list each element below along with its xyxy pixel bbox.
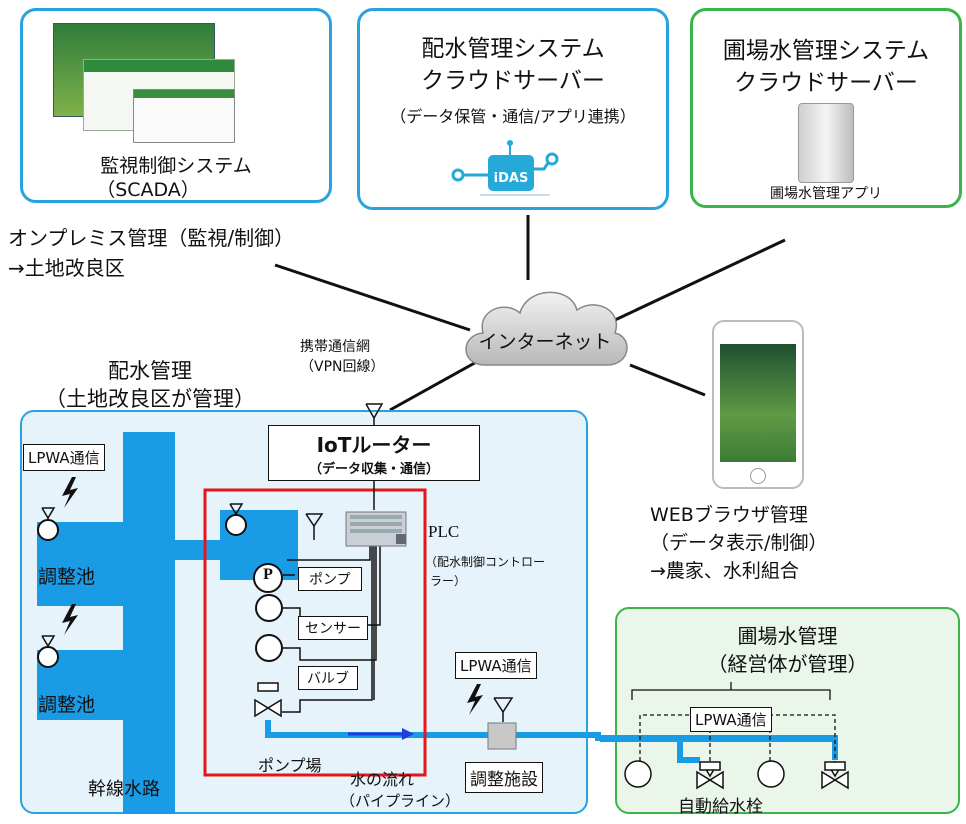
field-title-2: （経営体が管理） (707, 652, 868, 676)
valve-label: バルブ (298, 666, 358, 690)
iot-router: IoTルーター （データ収集・通信） (268, 425, 480, 481)
pump-label: ポンプ (298, 567, 362, 591)
iot-router-sub: （データ収集・通信） (308, 462, 439, 477)
pump-symbol: P (263, 566, 273, 583)
scada-subtitle: （SCADA） (96, 179, 200, 201)
plc-title: PLC (428, 522, 460, 541)
web-line3: →農家、水利組合 (650, 560, 799, 582)
scada-panel: 監視制御システム （SCADA） (20, 8, 332, 203)
mobile-net-line1: 携帯通信網 (300, 339, 370, 355)
distribution-cloud-subtitle: （データ保管・通信/アプリ連携） (390, 107, 636, 126)
flow-line2: （パイプライン） (340, 792, 461, 810)
server-icon (798, 103, 854, 183)
lpwa-label-left: LPWA通信 (23, 444, 105, 471)
field-title-1: 圃場水管理 (737, 624, 838, 648)
main-canal-label: 幹線水路 (88, 779, 160, 800)
web-line1: WEBブラウザ管理 (650, 504, 808, 526)
flow-line1: 水の流れ (350, 770, 415, 789)
sensor-label: センサー (298, 616, 368, 640)
onpremise-line2: →土地改良区 (8, 256, 125, 280)
lpwa-label-field: LPWA通信 (690, 707, 772, 732)
iot-router-title: IoTルーター (316, 433, 432, 457)
scada-title: 監視制御システム (100, 155, 252, 177)
idas-logo: iDAS (440, 139, 590, 199)
idas-logo-text: iDAS (493, 171, 529, 186)
distribution-cloud-panel: 配水管理システム クラウドサーバー （データ保管・通信/アプリ連携） iDAS (357, 8, 669, 210)
distribution-cloud-title-1: 配水管理システム (421, 36, 605, 62)
pump-station-label: ポンプ場 (258, 756, 322, 775)
pond-2-label: 調整池 (38, 694, 96, 716)
regulating-facility-label: 調整施設 (465, 762, 543, 793)
pond-1-label: 調整池 (38, 566, 96, 588)
distribution-cloud-title-2: クラウドサーバー (421, 68, 605, 94)
lpwa-label-center: LPWA通信 (455, 652, 537, 679)
field-panel (615, 607, 960, 814)
plc-sub-1: （配水制御コントロー (425, 555, 546, 569)
mobile-net-line2: （VPN回線） (300, 359, 385, 375)
plc-sub-2: ラー） (430, 574, 467, 588)
internet-label: インターネット (478, 331, 612, 353)
field-cloud-title-1: 圃場水管理システム (722, 38, 930, 64)
smartphone (712, 320, 804, 489)
field-cloud-title-2: クラウドサーバー (734, 70, 918, 96)
field-cloud-app-label: 圃場水管理アプリ (770, 186, 882, 202)
scada-screenshot-3 (133, 89, 235, 143)
web-line2: （データ表示/制御） (650, 532, 828, 554)
distribution-title-2: （土地改良区が管理） (45, 387, 255, 411)
hydrant-label: 自動給水栓 (678, 797, 763, 817)
onpremise-line1: オンプレミス管理（監視/制御） (8, 226, 295, 250)
distribution-title-1: 配水管理 (108, 359, 192, 383)
internet-cloud: インターネット (455, 275, 635, 380)
field-cloud-panel: 圃場水管理システム クラウドサーバー 圃場水管理アプリ (690, 8, 962, 208)
